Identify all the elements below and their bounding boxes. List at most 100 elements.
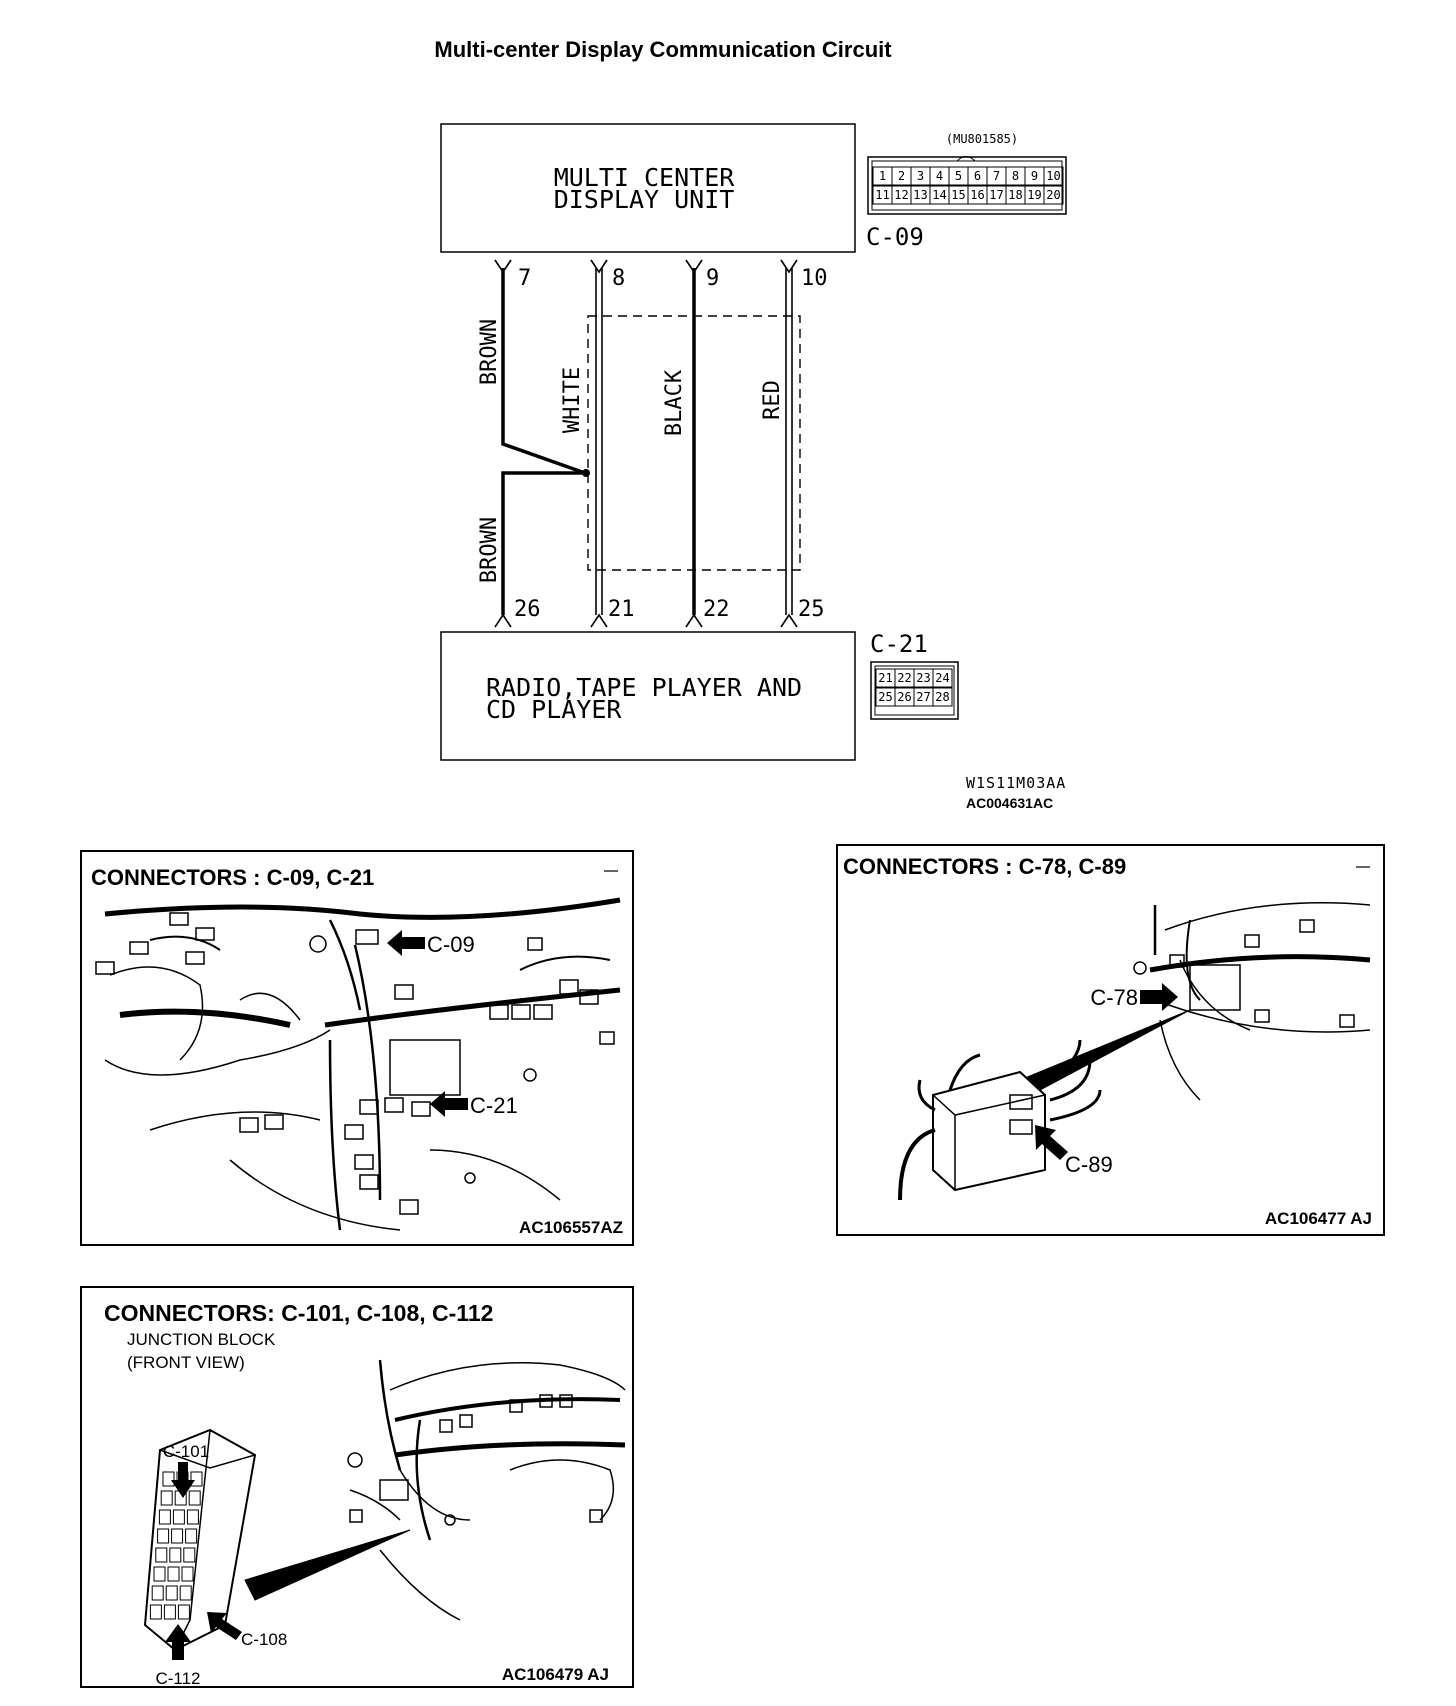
schematic-code-2: AC004631AC xyxy=(966,795,1053,811)
fuse-slot xyxy=(177,1604,190,1620)
c09-pin-18: 18 xyxy=(1008,188,1022,202)
c21-pin-cell xyxy=(932,687,953,707)
schematic-code-1: W1S11M03AA xyxy=(966,774,1066,792)
fuse-slot xyxy=(186,1509,199,1525)
panel3-arrow-c108 xyxy=(207,1612,242,1640)
c21-pin-cell xyxy=(932,668,953,688)
c09-pin-9: 9 xyxy=(1031,169,1038,183)
wire-label-black: BLACK xyxy=(662,369,687,436)
top-pin-7: 7 xyxy=(518,266,531,291)
panel1-arrow-c09 xyxy=(387,930,425,956)
fuse-slot xyxy=(188,1490,201,1506)
fuse-slot xyxy=(185,1528,198,1544)
panel-connectors-c101-c108-c112: CONNECTORS: C-101, C-108, C-112 JUNCTION… xyxy=(80,1286,634,1688)
fuse-slot xyxy=(181,1566,194,1582)
c21-pin-23: 23 xyxy=(916,671,930,685)
c09-part-number: (MU801585) xyxy=(946,132,1018,146)
radio-tape-cd-player-box xyxy=(440,631,856,761)
c09-pin-cell xyxy=(1043,185,1064,205)
panel1-title: CONNECTORS : C-09, C-21 xyxy=(91,865,374,890)
c21-pin-27: 27 xyxy=(916,690,930,704)
panel1-callout-c21: C-21 xyxy=(470,1093,518,1118)
wire-label-brown-lower: BROWN xyxy=(477,517,502,583)
c09-pin-7: 7 xyxy=(993,169,1000,183)
c09-pin-16: 16 xyxy=(970,188,984,202)
panel2-arrow-c89 xyxy=(1035,1125,1068,1160)
c09-pin-12: 12 xyxy=(894,188,908,202)
panel3-code: AC106479 AJ xyxy=(502,1665,609,1684)
c09-pin-6: 6 xyxy=(974,169,981,183)
top-pin-9: 9 xyxy=(706,266,719,291)
panel3-callout-c112: C-112 xyxy=(155,1669,200,1688)
splice-point xyxy=(582,469,590,477)
panel2-title: CONNECTORS : C-78, C-89 xyxy=(843,854,1126,879)
white-wire xyxy=(595,268,603,615)
bottom-pin-22: 22 xyxy=(703,597,730,622)
c21-pin-28: 28 xyxy=(935,690,949,704)
fuse-slot xyxy=(179,1585,192,1601)
panel2-harness-illustration xyxy=(898,902,1371,1201)
page-title: Multi-center Display Communication Circu… xyxy=(434,37,892,62)
multi-center-display-unit-box xyxy=(440,123,856,253)
c09-pin-13: 13 xyxy=(913,188,927,202)
top-pin-10: 10 xyxy=(801,266,828,291)
wire-label-brown-upper: BROWN xyxy=(477,319,502,385)
junction-block-fuse-grid xyxy=(149,1471,203,1620)
panel2-code: AC106477 AJ xyxy=(1265,1209,1372,1228)
c21-pin-25: 25 xyxy=(878,690,892,704)
top-unit-label-line1: MULTI CENTER xyxy=(554,163,736,192)
bottom-unit-label-line2: CD PLAYER xyxy=(486,695,622,724)
c09-pin-20: 20 xyxy=(1046,188,1060,202)
panel1-code: AC106557AZ xyxy=(519,1218,623,1237)
c09-connector-id: C-09 xyxy=(866,223,924,251)
bottom-terminal-arrows xyxy=(494,613,798,628)
fuse-slot xyxy=(169,1547,182,1563)
bottom-unit-label-line1: RADIO,TAPE PLAYER AND xyxy=(486,673,802,702)
fuse-slot xyxy=(165,1585,178,1601)
c09-pin-17: 17 xyxy=(989,188,1003,202)
c21-pin-21: 21 xyxy=(878,671,892,685)
brown-wire-lower xyxy=(501,471,585,615)
fuse-slot xyxy=(162,1471,175,1487)
top-terminal-arrows xyxy=(494,259,798,274)
c09-pin-5: 5 xyxy=(955,169,962,183)
fuse-slot xyxy=(183,1547,196,1563)
c21-pin-26: 26 xyxy=(897,690,911,704)
top-pin-8: 8 xyxy=(612,266,625,291)
c09-pin-19: 19 xyxy=(1027,188,1041,202)
wire-label-white: WHITE xyxy=(560,367,585,433)
fuse-slot xyxy=(153,1566,166,1582)
c09-pin-cell xyxy=(1043,166,1064,186)
bottom-pin-21: 21 xyxy=(608,597,635,622)
panel-connectors-c09-c21: CONNECTORS : C-09, C-21 xyxy=(80,850,634,1246)
panel3-harness-illustration xyxy=(143,1359,626,1652)
c09-pin-3: 3 xyxy=(917,169,924,183)
fuse-slot xyxy=(163,1604,176,1620)
panel3-subtitle-line2: (FRONT VIEW) xyxy=(127,1353,245,1372)
panel3-title: CONNECTORS: C-101, C-108, C-112 xyxy=(104,1300,493,1326)
red-wire xyxy=(785,268,793,615)
fuse-slot xyxy=(155,1547,168,1563)
panel1-callout-c09: C-09 xyxy=(427,932,475,957)
wire-label-red: RED xyxy=(760,380,785,420)
c09-pin-2: 2 xyxy=(898,169,905,183)
panel3-callout-c108: C-108 xyxy=(241,1630,287,1649)
c09-pin-4: 4 xyxy=(936,169,943,183)
fuse-slot xyxy=(149,1604,162,1620)
fuse-slot xyxy=(167,1566,180,1582)
c09-pin-11: 11 xyxy=(875,188,889,202)
panel3-arrow-c112 xyxy=(165,1624,191,1660)
bottom-pin-25: 25 xyxy=(798,597,825,622)
panel-connectors-c78-c89: CONNECTORS : C-78, C-89 xyxy=(836,844,1385,1236)
fuse-slot xyxy=(151,1585,164,1601)
top-unit-label-line2: DISPLAY UNIT xyxy=(554,185,735,214)
panel2-arrow-c78 xyxy=(1140,983,1178,1011)
c09-pin-10: 10 xyxy=(1046,169,1060,183)
c09-pin-14: 14 xyxy=(932,188,946,202)
panel2-callout-c78: C-78 xyxy=(1090,985,1138,1010)
c09-pin-1: 1 xyxy=(879,169,886,183)
panel3-callout-c101: C-101 xyxy=(163,1442,209,1461)
fuse-slot xyxy=(160,1490,173,1506)
